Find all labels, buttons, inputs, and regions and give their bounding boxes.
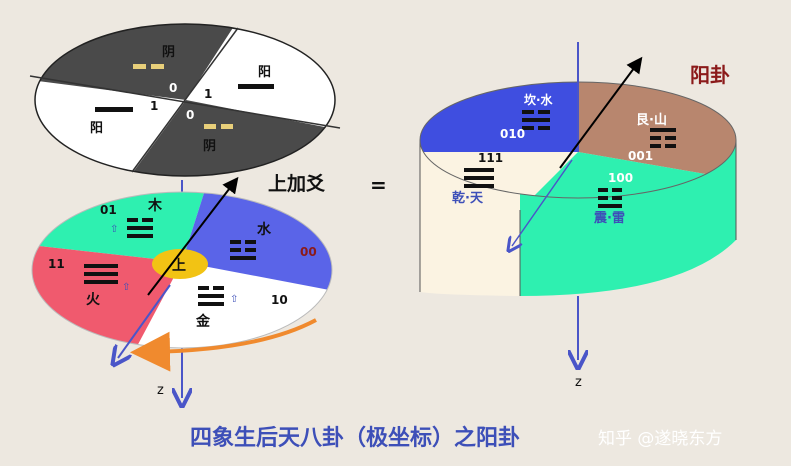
fire-code: 11 [48, 257, 65, 271]
equals-sign: = [370, 173, 387, 197]
cylinder: 坎·水 010 艮·山 001 111 乾·天 100 震·雷 [419, 81, 737, 296]
kan-label: 坎·水 [524, 92, 554, 107]
qian-label: 乾·天 [452, 190, 484, 206]
z-label-right: z [575, 375, 582, 390]
up-arrow-icon: ⇧ [110, 224, 118, 235]
wood-label: 木 [147, 197, 163, 214]
yin-line-icon [133, 64, 146, 69]
zhen-trigram-icon [598, 188, 622, 208]
top-yin-2-label: 阴 [203, 139, 216, 154]
qian-code: 111 [478, 151, 503, 165]
zhen-code: 100 [608, 171, 633, 185]
up-arrow-icon: ⇧ [230, 294, 238, 305]
blue-arrow-right [512, 159, 573, 246]
metal-label: 金 [195, 313, 211, 330]
top-yang-1-num: 1 [204, 87, 212, 101]
up-arrow-icon: ⇧ [122, 282, 130, 293]
top-yin-2-num: 0 [186, 108, 194, 122]
yang-line-icon [238, 84, 274, 89]
metal-code: 10 [271, 293, 288, 307]
kan-code: 010 [500, 127, 525, 141]
top-disk: 阴 0 阳 1 阳 1 0 阴 [29, 23, 341, 177]
vector-arrow-right [559, 56, 643, 169]
blue-arrow-left [118, 284, 171, 358]
top-yang-2-num: 1 [150, 99, 158, 113]
wood-trigram-icon [127, 218, 153, 238]
top-yang-2-label: 阳 [90, 121, 103, 136]
top-yang-1-label: 阳 [258, 65, 271, 80]
vector-arrow-left [147, 176, 239, 296]
water-label: 水 [257, 221, 272, 238]
z-label-left: z [157, 383, 164, 398]
bottom-disk: 01 木 ⇧ 水 00 11 ⇧ 火 ⇧ 10 [31, 191, 333, 349]
top-yin-1-num: 0 [169, 81, 177, 95]
top-yin-1-label: 阴 [162, 45, 175, 60]
rotation-arrow [130, 318, 317, 372]
caption: 四象生后天八卦（极坐标）之阳卦 [190, 426, 521, 451]
water-trigram-icon [230, 240, 256, 260]
center-label: 上 [172, 258, 186, 274]
gen-code: 001 [628, 149, 653, 163]
gen-trigram-icon [650, 128, 676, 148]
operation-label: 上加爻 [268, 173, 326, 195]
yin-line-icon [204, 124, 216, 129]
wood-code: 01 [100, 203, 117, 217]
qian-trigram-icon [464, 168, 494, 188]
fire-label: 火 [86, 292, 101, 308]
gen-label: 艮·山 [636, 112, 667, 128]
watermark: 知乎 @遂晓东方 [598, 429, 723, 449]
yang-gua-title: 阳卦 [690, 63, 730, 87]
yang-line-icon [95, 107, 133, 112]
water-code: 00 [300, 245, 317, 259]
fire-trigram-icon [84, 264, 118, 284]
metal-trigram-icon [198, 286, 224, 306]
kan-trigram-icon [522, 110, 550, 130]
zhen-label: 震·雷 [593, 210, 625, 226]
